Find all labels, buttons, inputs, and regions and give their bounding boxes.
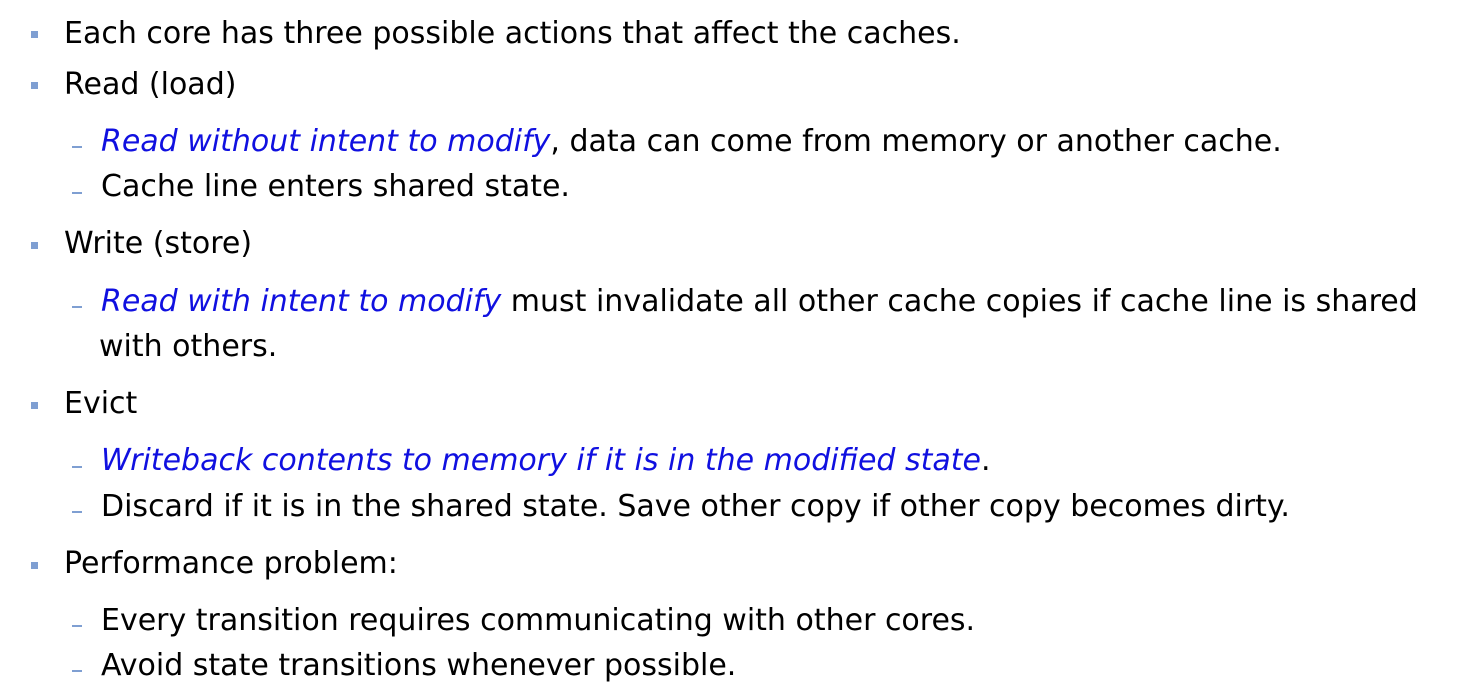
bullet-marker (31, 31, 38, 38)
bullet-text: Evict (64, 386, 138, 421)
dash-marker (72, 306, 82, 308)
emphasis-text: Writeback contents to memory if it is in… (101, 443, 982, 478)
bullet-marker (31, 402, 38, 409)
bullet-text: Read (load) (64, 67, 237, 102)
bullet-text: Each core has three possible actions tha… (64, 16, 961, 51)
dash-marker (72, 192, 82, 194)
bullet-marker (31, 242, 38, 249)
emphasis-text: Read without intent to modify (101, 124, 551, 159)
dash-marker (72, 146, 82, 148)
sub-bullet-text: Every transition requires communicating … (101, 603, 976, 638)
sub-bullet-text: Avoid state transitions whenever possibl… (101, 648, 737, 683)
sub-bullet-text: Writeback contents to memory if it is in… (101, 443, 991, 479)
emphasis-text: Read with intent to modify (101, 284, 502, 319)
bullet-text: Performance problem: (64, 546, 398, 581)
sub-bullet-text-continuation: with others. (99, 329, 278, 364)
plain-text: , data can come from memory or another c… (550, 124, 1282, 159)
dash-marker (72, 670, 82, 672)
sub-bullet-text: Cache line enters shared state. (101, 169, 570, 204)
sub-bullet-text: Read without intent to modify, data can … (101, 124, 1282, 160)
bullet-marker (31, 82, 38, 89)
plain-text: . (981, 443, 991, 478)
plain-text: must invalidate all other cache copies i… (501, 284, 1418, 319)
dash-marker (72, 511, 82, 513)
bullet-text: Write (store) (64, 226, 253, 261)
sub-bullet-text: Discard if it is in the shared state. Sa… (101, 489, 1290, 524)
bullet-marker (31, 562, 38, 569)
dash-marker (72, 466, 82, 468)
sub-bullet-text: Read with intent to modify must invalida… (101, 284, 1418, 320)
dash-marker (72, 625, 82, 627)
